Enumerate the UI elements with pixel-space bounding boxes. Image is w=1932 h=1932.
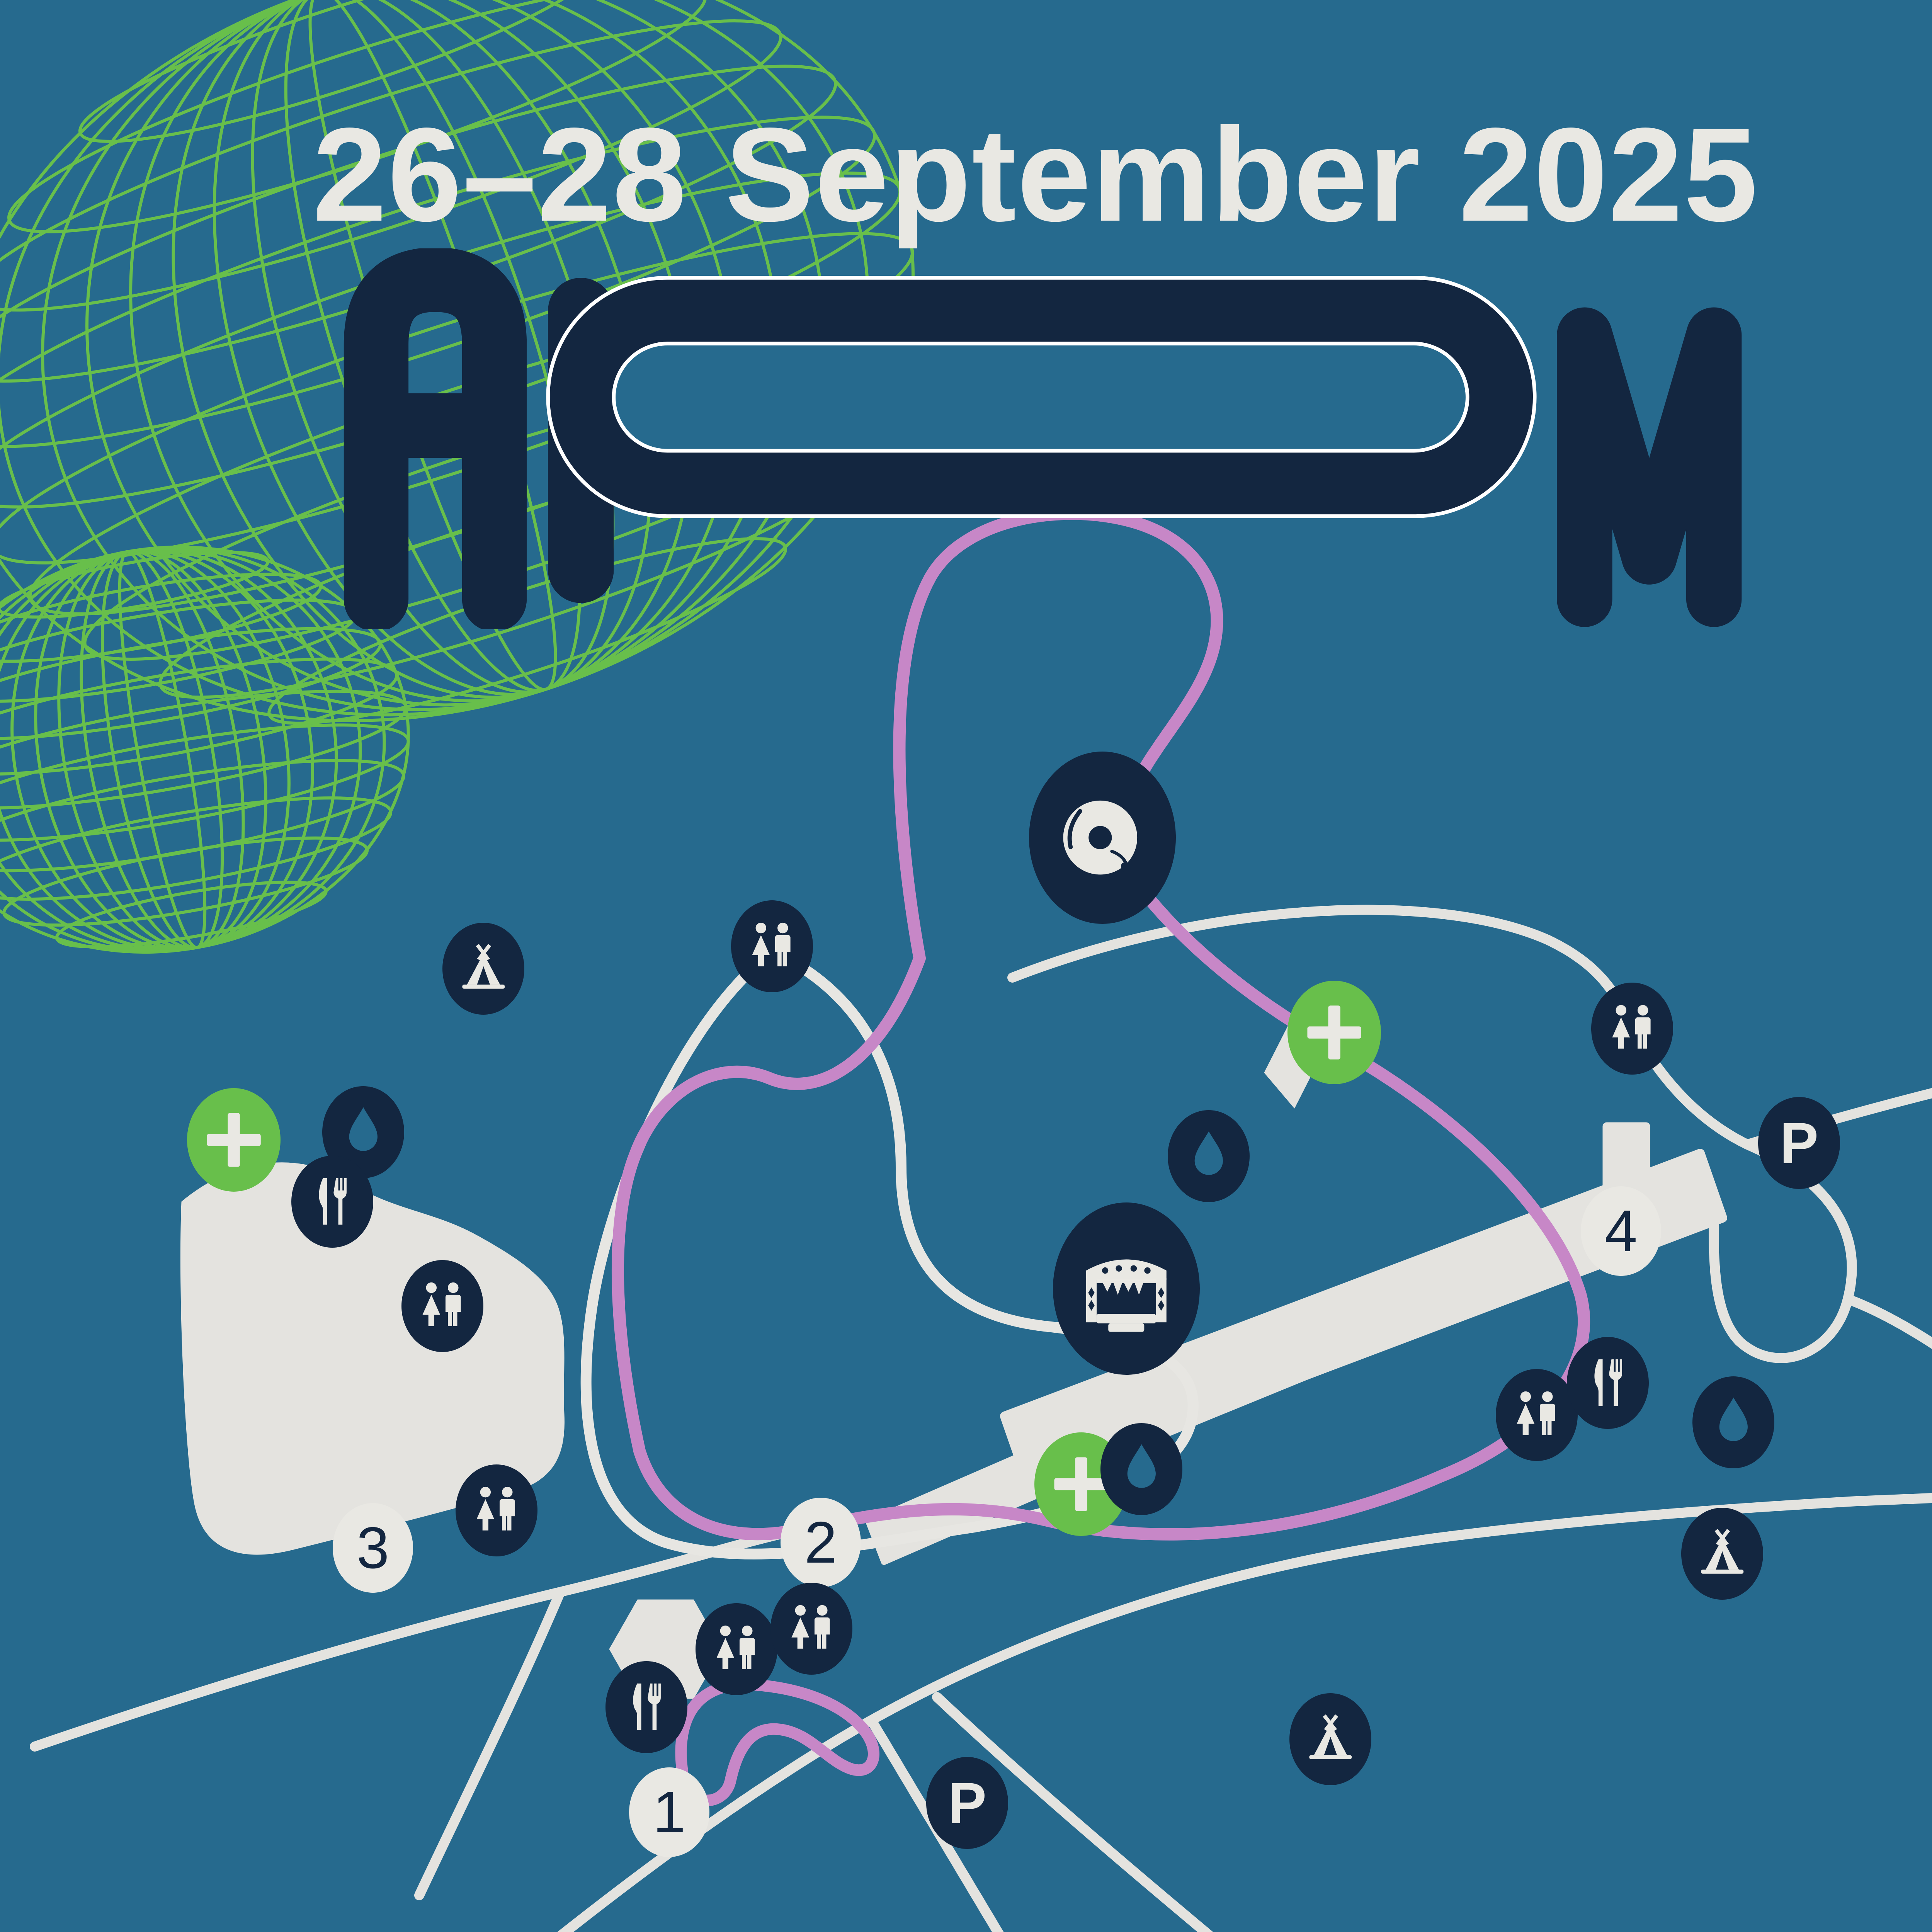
second-stage-icon <box>1049 779 1155 896</box>
camping-icon <box>1301 1708 1360 1770</box>
map-toilets-marker <box>770 1583 852 1675</box>
toilets-icon <box>1603 997 1662 1060</box>
map-water-marker <box>1168 1110 1250 1202</box>
map-toilets-marker <box>1591 983 1673 1075</box>
map-toilets-marker <box>696 1603 777 1695</box>
map-parking-marker: P <box>1758 1097 1840 1189</box>
map-first-aid-marker <box>1287 981 1381 1084</box>
map-toilets-marker <box>1496 1369 1578 1461</box>
food-icon <box>303 1170 362 1233</box>
map-water-marker <box>1100 1423 1182 1515</box>
map-point-3-marker: 3 <box>333 1503 413 1593</box>
water-icon <box>334 1101 393 1163</box>
food-icon <box>1578 1352 1638 1414</box>
event-dates-title: 26–28 September 2025 <box>313 100 1759 249</box>
map-food-marker <box>1567 1337 1649 1429</box>
water-icon <box>1179 1125 1238 1187</box>
map-first-aid-marker <box>187 1088 281 1192</box>
water-icon <box>1112 1438 1171 1500</box>
water-icon <box>1704 1391 1763 1454</box>
toilets-icon <box>467 1479 526 1542</box>
map-point-1-marker: 1 <box>629 1767 709 1857</box>
toilets-icon <box>782 1597 841 1660</box>
first-aid-icon <box>1301 997 1368 1068</box>
map-point-2-marker: 2 <box>781 1498 861 1587</box>
map-camping-marker <box>1681 1508 1763 1600</box>
map-camping-marker <box>442 923 524 1015</box>
map-parking-marker: P <box>926 1757 1008 1849</box>
rpm-logo <box>321 247 1762 630</box>
map-point-4-marker: 4 <box>1581 1186 1661 1276</box>
map-water-marker <box>1692 1376 1774 1468</box>
food-icon <box>617 1676 676 1738</box>
gp-circuit <box>611 507 1590 1541</box>
main-stage-icon <box>1073 1230 1179 1347</box>
map-toilets-marker <box>401 1260 483 1352</box>
toilets-icon <box>707 1618 766 1680</box>
map-toilets-marker <box>456 1464 537 1556</box>
parking-icon: P <box>947 1770 987 1835</box>
car-park-area <box>180 1162 565 1555</box>
parking-icon: P <box>1779 1110 1819 1175</box>
first-aid-icon <box>200 1105 267 1175</box>
map-main-stage-marker <box>1053 1202 1200 1375</box>
map-toilets-marker <box>731 900 813 992</box>
camping-icon <box>454 937 513 1000</box>
map-food-marker <box>605 1661 687 1753</box>
camping-icon <box>1693 1522 1752 1585</box>
toilets-icon <box>1507 1384 1566 1446</box>
map-second-stage-marker <box>1029 752 1176 924</box>
map-camping-marker <box>1289 1693 1371 1785</box>
toilets-icon <box>743 915 802 978</box>
toilets-icon <box>413 1275 472 1337</box>
map-food-marker <box>291 1156 373 1248</box>
